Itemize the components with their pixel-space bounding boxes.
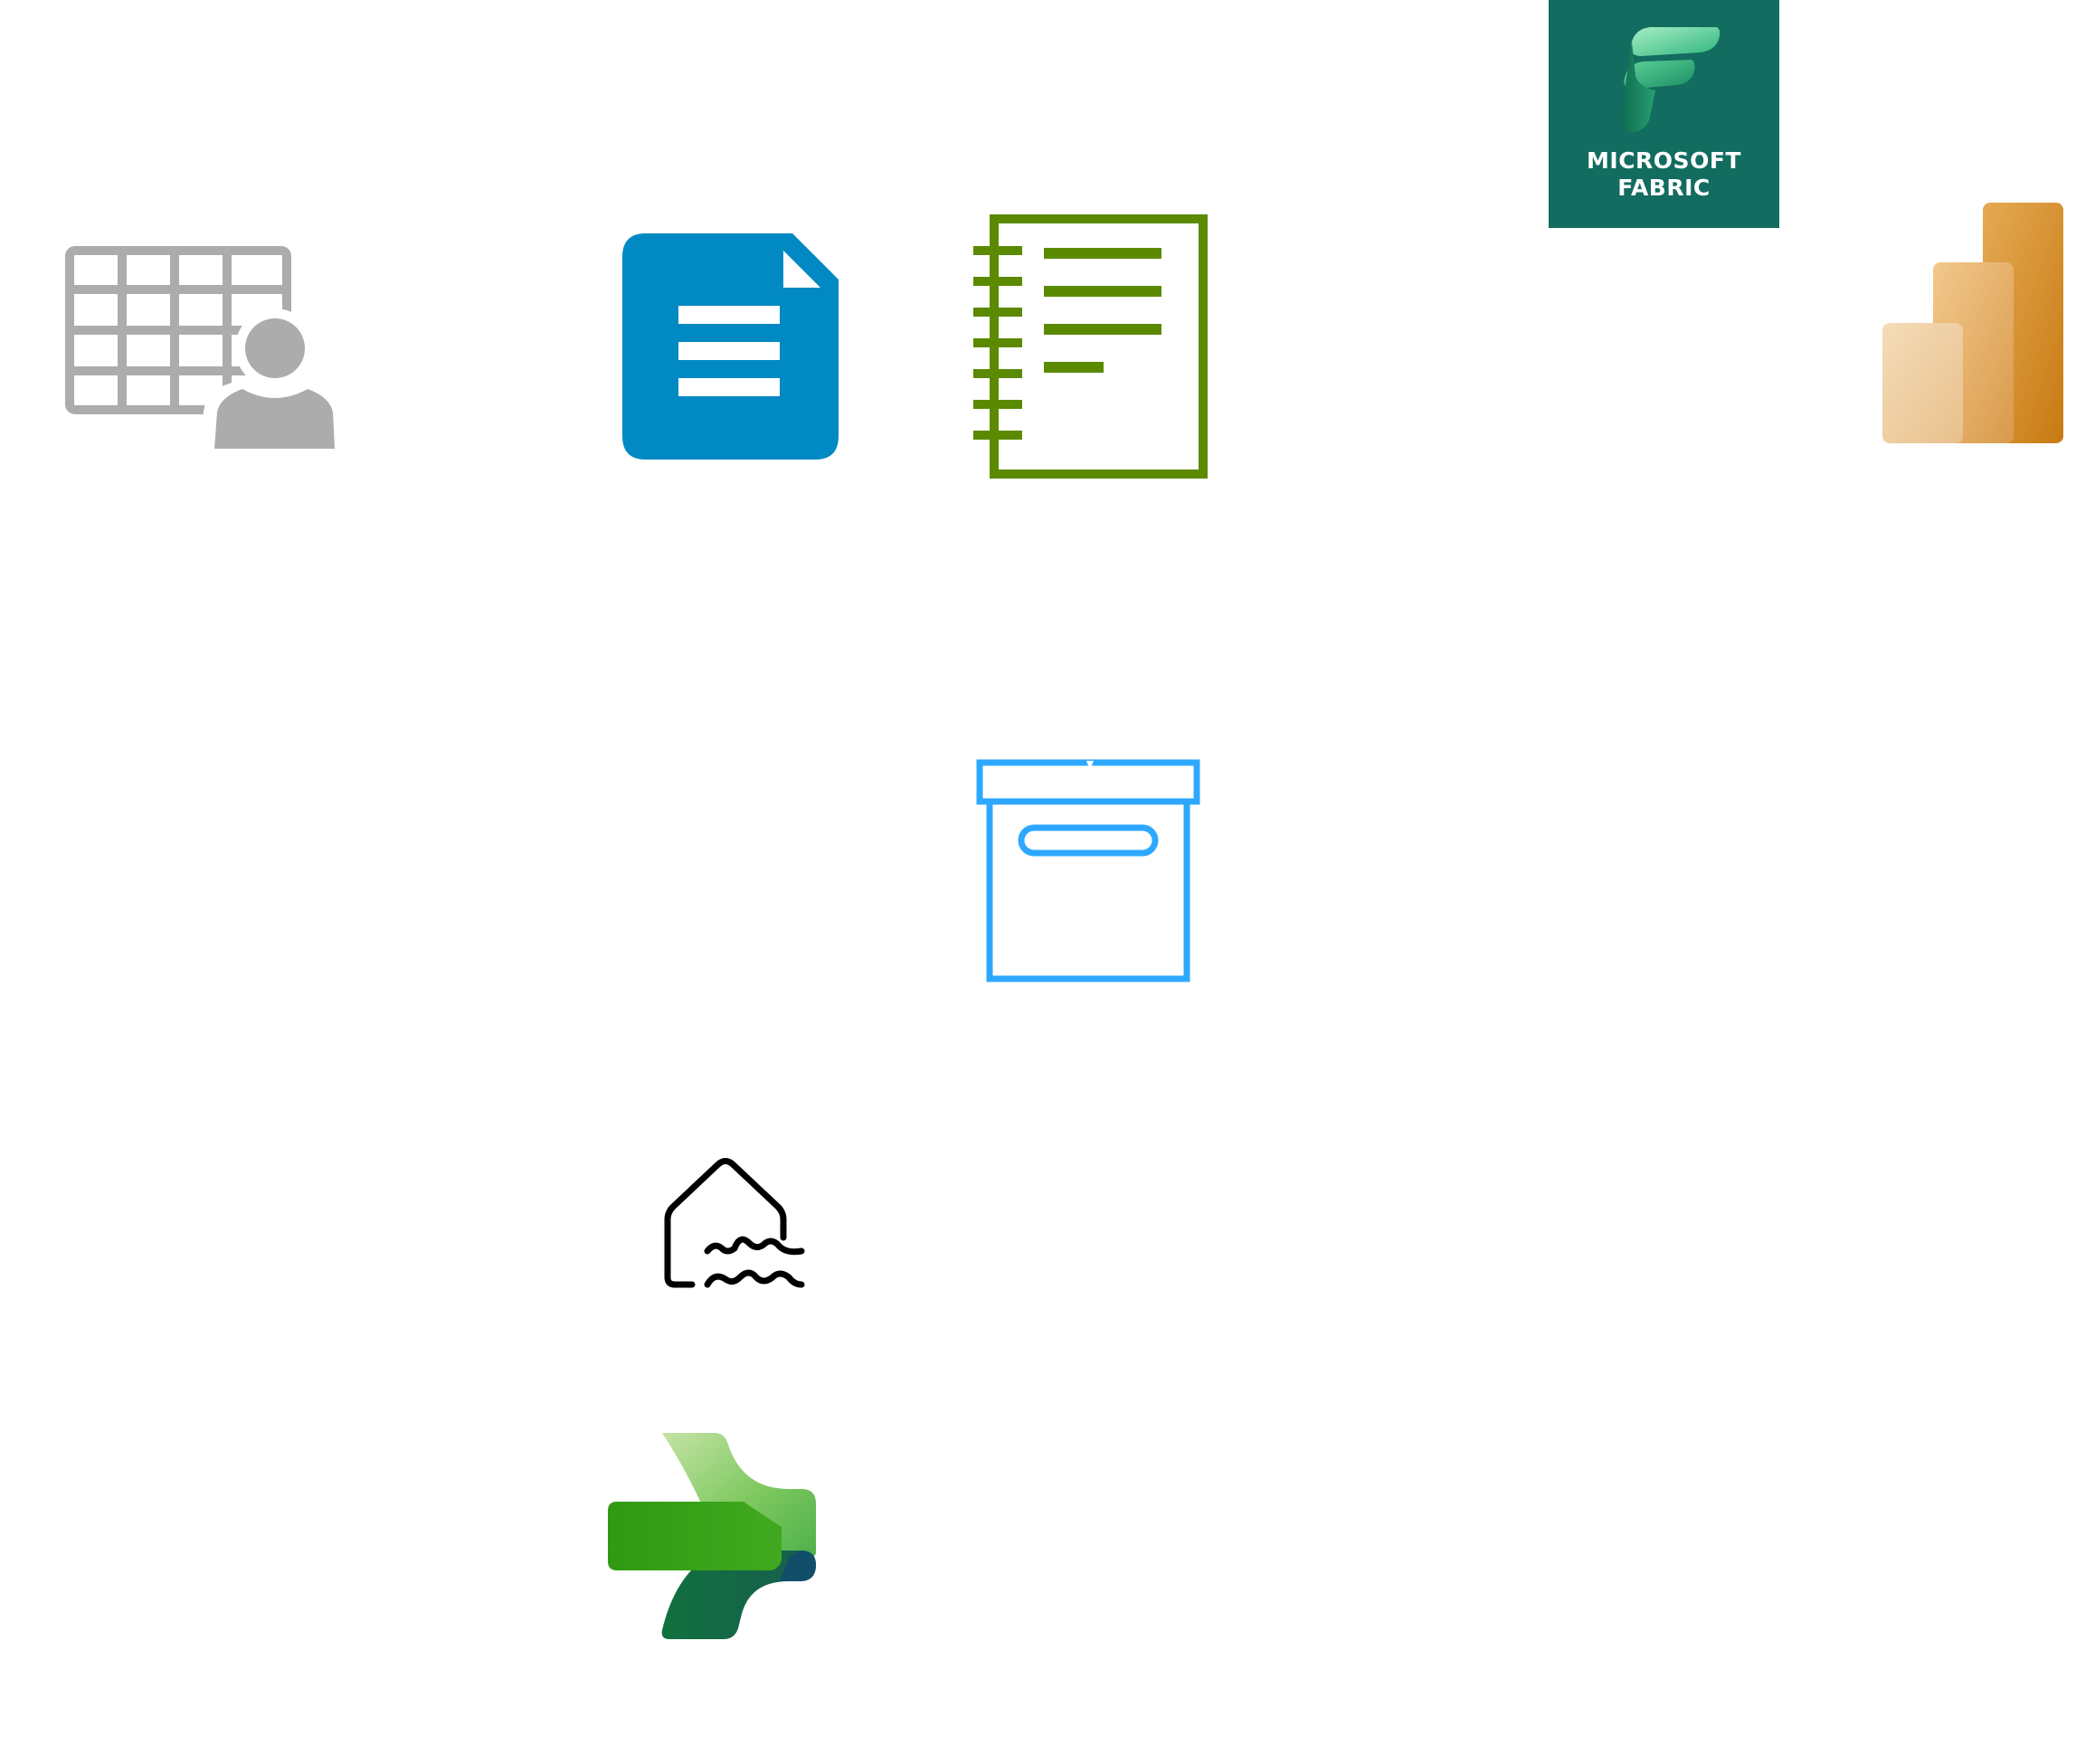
table-user-icon [65, 246, 339, 449]
document-icon [622, 233, 839, 460]
fabric-logo-line-1: MICROSOFT [1587, 147, 1741, 174]
notebook-icon [973, 214, 1208, 479]
fabric-logo-line-2: FABRIC [1617, 175, 1711, 201]
archive-box-icon [976, 759, 1200, 982]
fabric-logo: MICROSOFT FABRIC [1549, 0, 1779, 228]
lakehouse-icon [664, 1158, 805, 1288]
dataflow-icon [608, 1433, 816, 1639]
powerbi-icon [1882, 203, 2063, 443]
